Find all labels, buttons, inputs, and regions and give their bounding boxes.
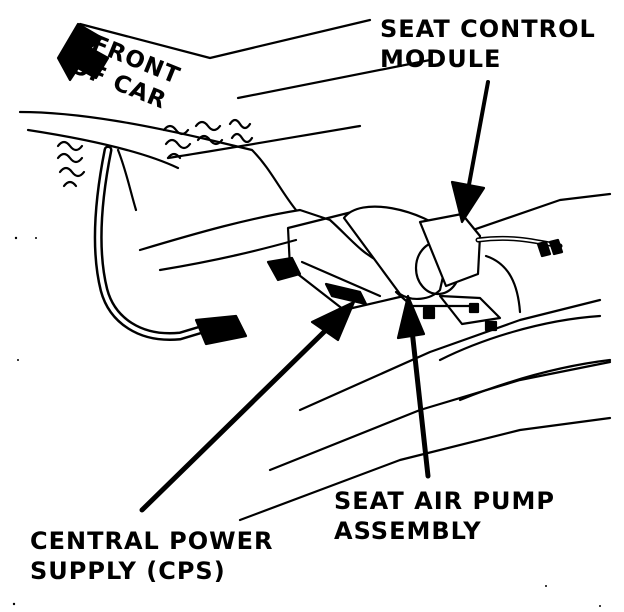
- pointer-seat-air-pump-head: [396, 294, 426, 340]
- seat-air-pump-line-2: ASSEMBLY: [334, 517, 482, 545]
- console-panel-2: [158, 238, 298, 272]
- seat-track-low: [268, 360, 612, 472]
- floor-rail-2: [458, 358, 612, 402]
- pointer-seat-control-module: [466, 80, 490, 192]
- duct-coil-center: [162, 124, 192, 160]
- seat-control-module-line-1: SEAT CONTROL: [380, 15, 596, 43]
- dashboard-lower-edge: [26, 128, 180, 170]
- floor-rail: [438, 314, 602, 362]
- seat-track-mid: [298, 298, 602, 412]
- pointer-seat-control-module-head: [450, 180, 486, 224]
- harness-branch: [116, 148, 138, 212]
- dashboard-outline: [18, 110, 298, 212]
- central-power-supply-line-2: SUPPLY (CPS): [30, 557, 226, 585]
- seat-track-base: [238, 416, 612, 522]
- console-panel: [138, 208, 382, 264]
- module-hose: [484, 254, 522, 314]
- pointer-seat-air-pump: [409, 327, 431, 479]
- floor-line: [166, 124, 362, 160]
- wiring-harness-core: [96, 148, 202, 339]
- pointer-central-power-supply-head: [310, 300, 356, 342]
- pointer-central-power-supply: [139, 327, 329, 513]
- module-bracket: [438, 294, 502, 326]
- seat-control-module-label: SEAT CONTROL MODULE: [380, 14, 596, 74]
- seat-control-module-line-2: MODULE: [380, 45, 502, 73]
- upper-frame-line: [78, 18, 372, 60]
- cps-face: [300, 260, 382, 298]
- roof-line: [236, 58, 432, 100]
- module-connector: [536, 238, 564, 258]
- cps-connector: [324, 282, 368, 306]
- harness-connector: [194, 314, 248, 346]
- seat-air-pump-assembly-label: SEAT AIR PUMP ASSEMBLY: [334, 486, 555, 546]
- cps-mount: [266, 256, 302, 282]
- duct-coil-right: [228, 118, 254, 144]
- duct-coil-mid: [194, 120, 224, 146]
- module-bolt-cluster: [422, 302, 498, 332]
- duct-coil-left: [56, 140, 86, 188]
- central-power-supply-label: CENTRAL POWER SUPPLY (CPS): [30, 526, 274, 586]
- central-power-supply-line-1: CENTRAL POWER: [30, 527, 274, 555]
- front-direction-arrow-icon: [56, 22, 110, 82]
- seat-control-module-body: [418, 212, 482, 288]
- seat-air-pump-line-1: SEAT AIR PUMP: [334, 487, 556, 515]
